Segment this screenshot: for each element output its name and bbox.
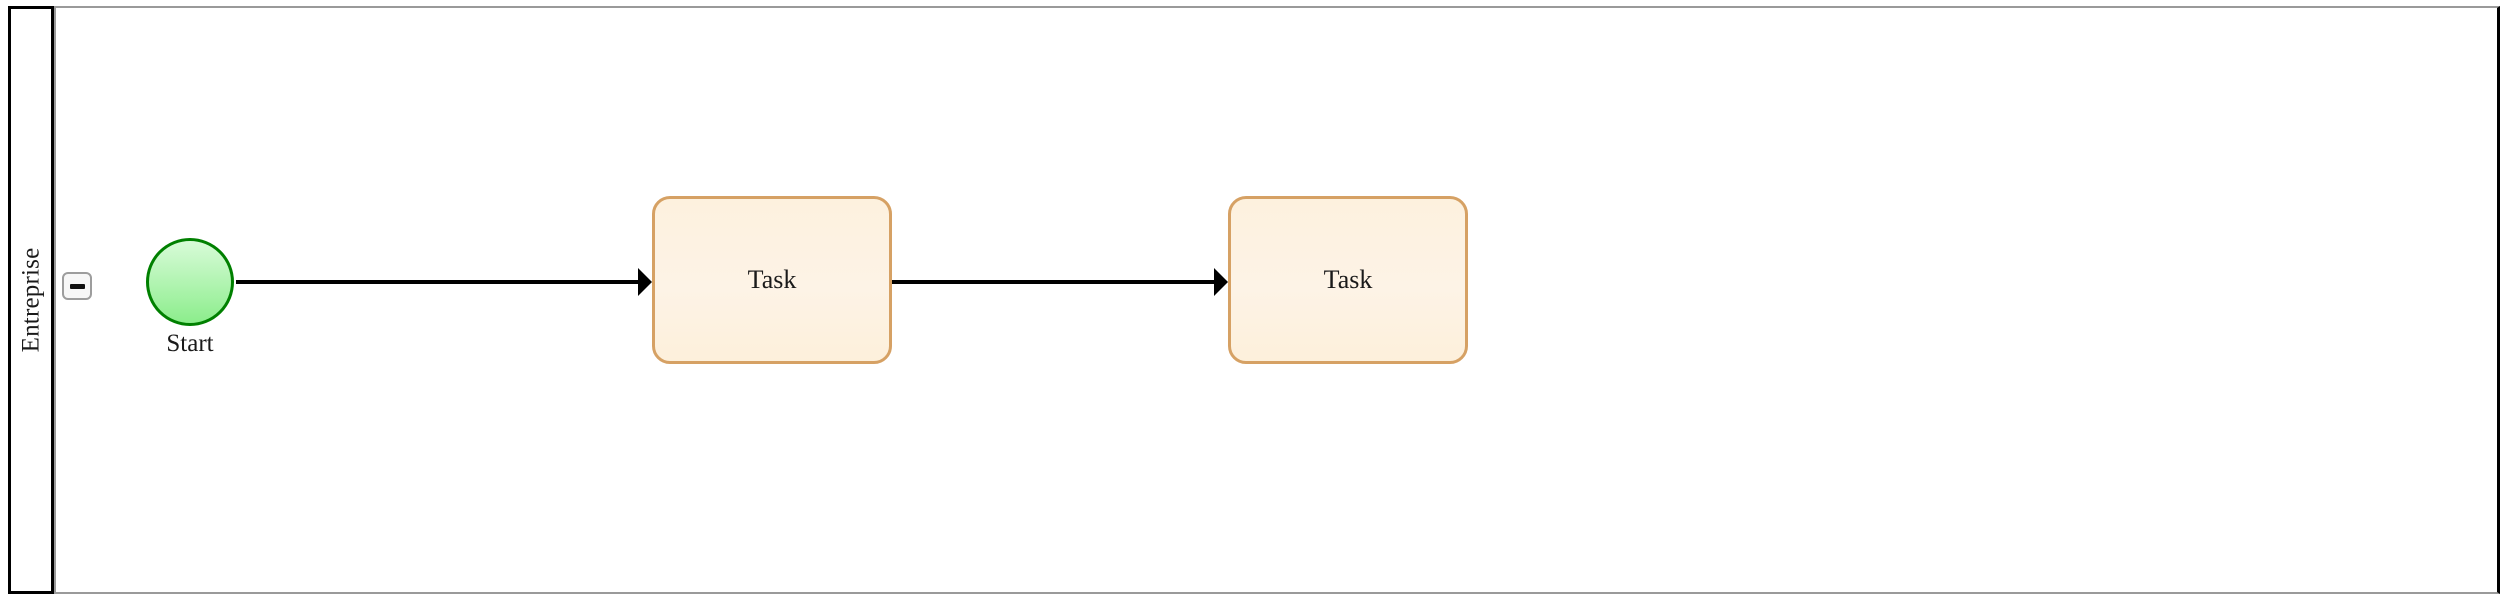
task-node-2[interactable]: Task [1228,196,1468,364]
start-event-label: Start [166,330,214,357]
lane-label: Entreprise [17,247,45,353]
task-label: Task [747,265,797,294]
task-node-1[interactable]: Task [652,196,892,364]
task-label: Task [1323,265,1373,294]
lane-header[interactable]: Entreprise [8,6,54,594]
collapse-lane-button[interactable] [62,272,92,300]
start-event-node[interactable] [146,238,234,326]
minus-icon [69,283,85,289]
